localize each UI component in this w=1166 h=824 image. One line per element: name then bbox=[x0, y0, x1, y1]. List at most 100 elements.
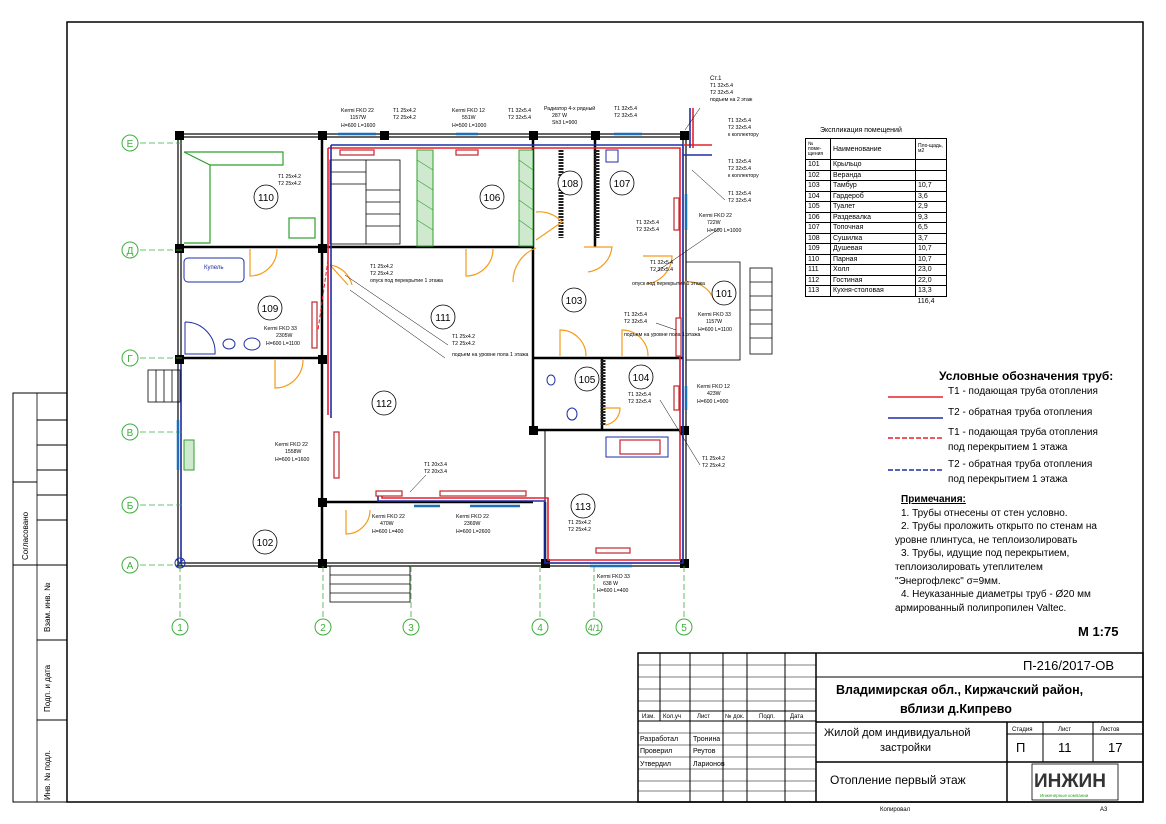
riser-note: опуск под перекрытие 1 этажа bbox=[632, 281, 705, 287]
cell: 112 bbox=[805, 274, 831, 286]
axis-number: 5 bbox=[681, 623, 687, 634]
pipe-t2: T2 32x5.4 bbox=[650, 267, 673, 273]
title-block-main: П-216/2017-ОВ Владимирская обл., Киржачс… bbox=[824, 658, 1122, 798]
axis-number: 1 bbox=[177, 623, 183, 634]
pipe-t2: T2 25x4.2 bbox=[702, 463, 725, 469]
rad-power: 1157W bbox=[706, 319, 722, 325]
note-line: уровне плинтуса, не теплоизолировать bbox=[895, 534, 1078, 546]
pipe-t1: T1 25x4.2 bbox=[568, 520, 591, 526]
table-header-row: № поме-щения Наименование Пло-щадь, м2 bbox=[805, 138, 947, 160]
pipe-t2: T2 25x4.2 bbox=[568, 527, 591, 533]
pipe-t2: T2 25x4.2 bbox=[370, 271, 393, 277]
legend-item-t1: Т1 - подающая труба отопления bbox=[948, 386, 1098, 397]
agreed-label: Согласовано bbox=[21, 511, 30, 560]
table-total-row: 116,4 bbox=[806, 296, 947, 306]
steps bbox=[147, 369, 411, 603]
stair bbox=[329, 159, 401, 245]
cell: 10,7 bbox=[915, 253, 947, 265]
pipe-t1: T1 32x5.4 bbox=[614, 106, 637, 112]
legend-swatches bbox=[888, 396, 943, 471]
pipe-t1: T1 32x5.4 bbox=[636, 220, 659, 226]
fixtures bbox=[174, 149, 669, 569]
name-approver: Ларионов bbox=[693, 761, 725, 768]
rad-size: Sh3 L=900 bbox=[552, 120, 577, 126]
rad-name: Kermi FKO 33 bbox=[698, 312, 731, 318]
rad-size: H=600 L=1100 bbox=[698, 327, 732, 333]
cell: 2,9 bbox=[915, 201, 947, 213]
room-number: 105 bbox=[579, 375, 596, 386]
note-line: армированный полипропилен Valtec. bbox=[895, 602, 1067, 614]
cell: Парная bbox=[830, 253, 916, 265]
cell: 9,3 bbox=[915, 211, 947, 223]
legend-title: Условные обозначения труб: bbox=[939, 369, 1114, 383]
cell: 23,0 bbox=[915, 264, 947, 276]
locker-hatch-lines bbox=[416, 159, 534, 231]
rad-size: H=600 L=900 bbox=[697, 399, 729, 405]
name-checker: Реутов bbox=[693, 748, 716, 755]
cell: 111 bbox=[805, 264, 831, 276]
pipe-t2: T2 32x5.4 bbox=[636, 227, 659, 233]
annotations: Kermi FKO 22 1157W H=600 L=1600 T1 25x4.… bbox=[204, 76, 759, 594]
inv-repl-label: Взам. инв. № bbox=[43, 582, 52, 632]
rad-name: Kermi FKO 33 bbox=[264, 326, 297, 332]
sauna-benches bbox=[183, 151, 316, 244]
rad-name: Радиатор 4-х рядный bbox=[544, 105, 595, 112]
rad-power: 722W bbox=[707, 220, 721, 226]
rad-name: Kermi FKO 12 bbox=[452, 108, 485, 114]
col-header: Кол.уч bbox=[663, 714, 681, 720]
cell: 3,7 bbox=[915, 232, 947, 244]
axis-letter: В bbox=[127, 428, 134, 439]
rad-power: 1157W bbox=[350, 115, 366, 121]
location-line-1: Владимирская обл., Киржачский район, bbox=[836, 683, 1083, 697]
cell: Гардероб bbox=[830, 190, 916, 202]
room-number: 108 bbox=[562, 179, 579, 190]
riser-note: опуск под перекрытие 1 этажа bbox=[370, 278, 443, 284]
riser-note: подъем на 2 этаж bbox=[710, 97, 753, 103]
scale-label: М 1:75 bbox=[1078, 624, 1119, 639]
role-approver: Утвердил bbox=[640, 761, 671, 768]
column-header: Пло-щадь, м2 bbox=[915, 138, 947, 160]
locker-hatch bbox=[416, 149, 534, 247]
axis-number: 3 bbox=[408, 623, 414, 634]
pipe-t1: T1 25x4.2 bbox=[702, 456, 725, 462]
axis-letter: Г bbox=[127, 354, 133, 365]
cell: 108 bbox=[805, 232, 831, 244]
cell: 6,5 bbox=[915, 222, 947, 234]
cell: 13,3 bbox=[915, 285, 947, 297]
cell: Туалет bbox=[830, 201, 916, 213]
cell: 10,7 bbox=[915, 180, 947, 192]
rad-size: H=600 L=1100 bbox=[266, 341, 300, 347]
pipe-t1: T1 25x4.2 bbox=[370, 264, 393, 270]
rad-power: 470W bbox=[380, 521, 394, 527]
total-area: 116,4 bbox=[917, 297, 935, 305]
column-header: № поме-щения bbox=[805, 138, 831, 160]
room-number: 107 bbox=[614, 179, 631, 190]
axis-lines bbox=[140, 142, 685, 618]
rad-name: Kermi FKO 22 bbox=[456, 514, 489, 520]
col-header: № док. bbox=[725, 713, 745, 720]
cell: Крыльцо bbox=[830, 159, 916, 171]
sheets-header: Листов bbox=[1100, 727, 1120, 733]
rad-name: Kermi FKO 12 bbox=[697, 384, 730, 390]
pipe-t2: T2 32x5.4 bbox=[614, 113, 637, 119]
room-number: 103 bbox=[566, 296, 583, 307]
pipes bbox=[317, 108, 712, 564]
rad-power: 287 W bbox=[552, 113, 567, 119]
notes-title: Примечания: bbox=[901, 494, 966, 505]
room-number: 112 bbox=[376, 399, 392, 410]
column-header: Наименование bbox=[830, 138, 916, 160]
rad-power: 1558W bbox=[285, 449, 302, 455]
riser-note: к коллектору bbox=[728, 132, 759, 138]
col-header: Подп. bbox=[759, 714, 775, 720]
sheet-value: 11 bbox=[1058, 740, 1072, 755]
rad-size: H=600 L=1600 bbox=[341, 123, 375, 129]
object-line-1: Жилой дом индивидуальной bbox=[824, 727, 971, 739]
pipe-t2: T2 32x5.4 bbox=[728, 166, 751, 172]
rad-size: H=600 L=1000 bbox=[707, 228, 741, 234]
sign-date-label: Подп. и дата bbox=[43, 664, 52, 712]
